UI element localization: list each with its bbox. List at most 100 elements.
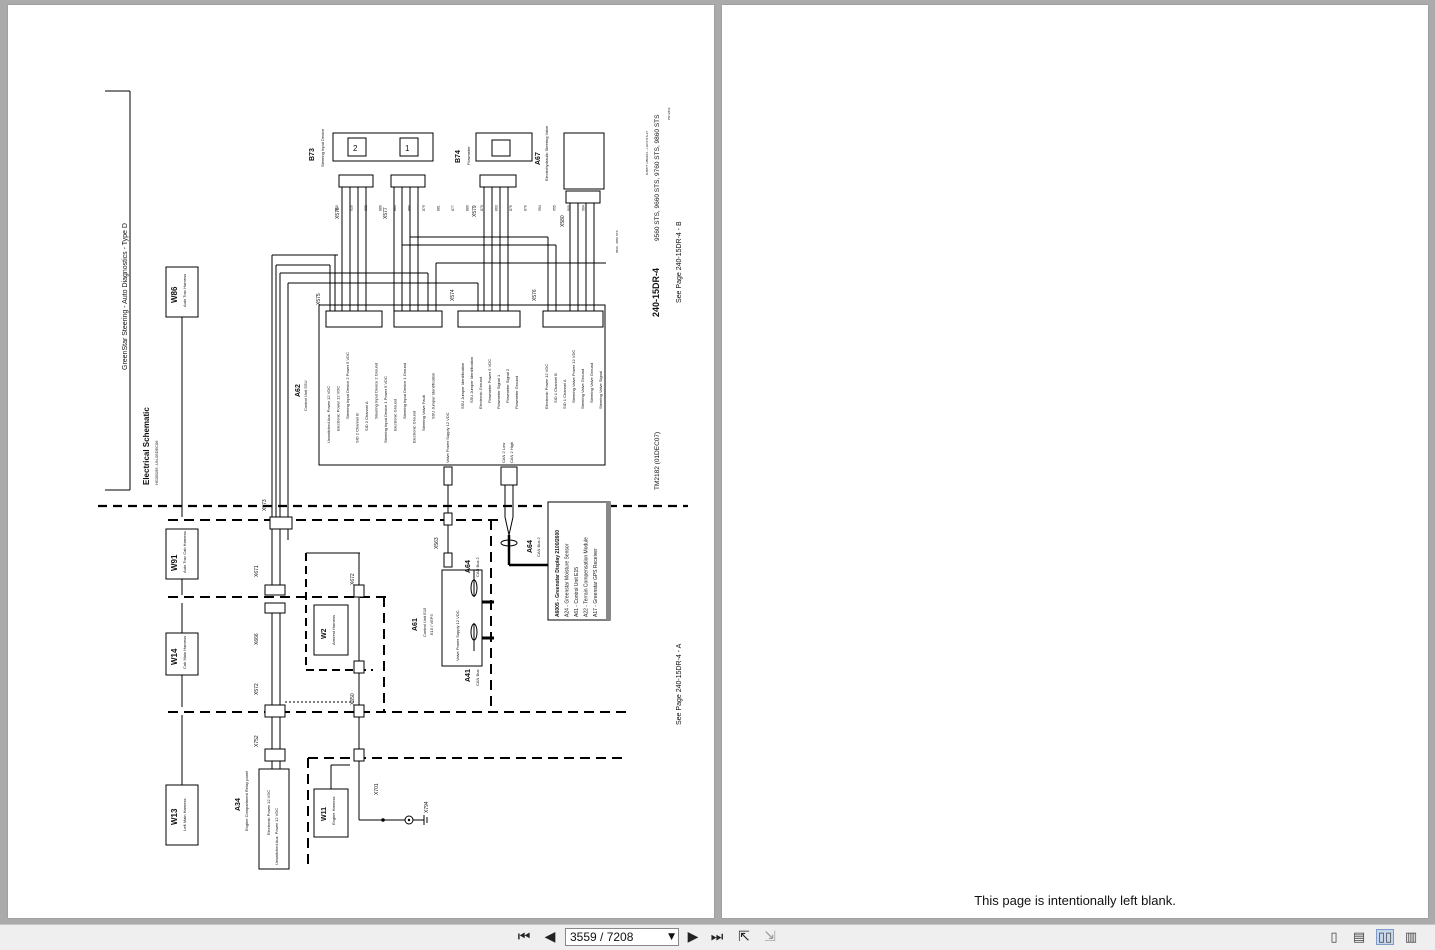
pin-connector (542, 310, 604, 328)
connector-label: X794 (424, 801, 430, 813)
harness-w14-name: Cab Main Harness (182, 636, 187, 669)
wire-number: 890 (408, 205, 412, 211)
wire-number: 880 (466, 205, 470, 211)
can-device-item: A22 - Terrain Compensation Module (584, 537, 590, 617)
a62-pin-label: Electronic Ground (412, 411, 417, 443)
harness-w91-name: Auto Trac Cab Harness (182, 531, 187, 573)
a62-pin-label: SID 1 Channel B (553, 373, 558, 403)
a62-pin-label: Flowmeter Power 5 VDC (487, 359, 492, 403)
schematic-title: Electrical Schematic (142, 407, 151, 485)
a62-pin-label: SID 2 Channel A (364, 401, 369, 431)
a62-pin-label: Steering Input Device 1 Ground (402, 363, 407, 419)
previous-view-icon[interactable]: ⇱ (738, 929, 750, 945)
a41-name: CAN Bus (475, 670, 480, 686)
wire-number: 881 (437, 205, 441, 211)
a62-pin-label: Electronic Ground (393, 399, 398, 431)
document-page-blank: This page is intentionally left blank. (722, 5, 1428, 918)
models-label: 9560 STS, 9660 STS, 9760 STS, 9860 STS (654, 114, 661, 241)
pin-connector (457, 310, 521, 328)
a62-pin-label: Steering Valve Ground (589, 363, 594, 403)
schematic-title-code: HG2B195 -UN-05DEC06 (154, 440, 159, 485)
a61-sub: E15 / VEP3 (429, 614, 434, 635)
harness-w11-name: Engine Harness (331, 797, 336, 825)
connector-label: X578 (335, 207, 341, 219)
harness-w13-id: W13 (170, 808, 179, 825)
next-view-icon[interactable]: ⇲ (764, 929, 776, 945)
page-number-select[interactable]: 3559 / 7208 ▼ (565, 928, 679, 946)
a62-pin-label: Flowmeter Signal 1 (496, 374, 501, 409)
wire-number: 875 (509, 205, 513, 211)
a34-pin-1: Electronic Power 12 VDC (266, 790, 271, 835)
connector-label: X575 (316, 293, 322, 305)
connector-label: X701 (374, 783, 380, 795)
a62-pin-label: Electronic Power 12 VDC (544, 364, 549, 409)
continuous-view-icon[interactable]: ▤ (1352, 929, 1366, 945)
connector-label: X650 (350, 693, 356, 705)
next-page-icon[interactable]: ▶ (687, 929, 699, 945)
wire-number: 879 (422, 205, 426, 211)
a62-pin-label: Steering Input Device 2 Ground (374, 363, 379, 419)
b74-id: B74 (455, 150, 462, 163)
connector-label: X574 (450, 289, 456, 301)
connector-label: X672 (350, 573, 356, 585)
a62-pin-connectors (325, 310, 604, 328)
a62-bottom-pin-3: CAN 2 High (509, 442, 514, 463)
a62-pin-label: Flowmeter Ground (514, 376, 519, 409)
two-page-view-icon[interactable]: ▯▯ (1376, 929, 1394, 945)
a62-pin-label: Electronic Power 12 VDC (336, 386, 341, 431)
connector-label: X573 (262, 499, 268, 511)
b73-id: B73 (309, 148, 316, 161)
harness-w86-id: W86 (170, 286, 179, 303)
wire-number: 964 (582, 205, 586, 211)
connector-label: X576 (532, 289, 538, 301)
harness-w91-id: W91 (170, 554, 179, 571)
a62-pin-label: Steering Valve Fault (421, 394, 426, 431)
connector-label: X671 (254, 565, 260, 577)
svg-text:2: 2 (353, 144, 358, 153)
a62-pin-label: Flowmeter Signal 2 (505, 368, 510, 403)
chevron-down-icon[interactable]: ▼ (668, 932, 675, 942)
wire-number: 870 (524, 205, 528, 211)
connector-label: X666 (254, 633, 260, 645)
harness-w14-id: W14 (170, 648, 179, 665)
connector-label: X752 (254, 735, 260, 747)
wire-number: 910 (335, 205, 339, 211)
a62-id: A62 (295, 384, 302, 397)
electrical-schematic: GreenStar Steering - Auto Diagnostics - … (98, 90, 688, 870)
svg-text:DJ5877 1959104 -- H1C4T1S-27: DJ5877 1959104 -- H1C4T1S-27 (645, 131, 649, 175)
a62-pin-label: Steering Valve Power 12 VDC (571, 350, 576, 403)
previous-page-icon[interactable]: ◀ (544, 929, 556, 945)
a67-id: A67 (535, 152, 542, 165)
can-device-item: A6005 - Greenstar Display 2100/2600 (555, 530, 561, 617)
harness-w13-name: Left Main Harness (182, 799, 187, 831)
svg-text:9560 - 9860 STS: 9560 - 9860 STS (615, 230, 619, 253)
first-page-icon[interactable]: ⏮ (517, 929, 531, 945)
a62-pin-label: Steering Input Device 1 Power 5 VDC (383, 376, 388, 443)
a67-name: Electrohydraulic Steering Valve (544, 125, 549, 181)
connector-label: X579 (472, 205, 478, 217)
single-page-view-icon[interactable]: ▯ (1330, 929, 1338, 945)
a62-pin-label: SID 1 Channel A (562, 379, 567, 409)
a62-pin-label: Unswitched Aux. Power 12 VDC (326, 386, 331, 443)
a64-name: CAN Bus 2 (536, 536, 541, 557)
two-page-continuous-view-icon[interactable]: ▥ (1404, 929, 1418, 945)
last-page-icon[interactable]: ⏭ (710, 929, 724, 945)
svg-text:1: 1 (405, 144, 410, 153)
wire-number: 954 (538, 205, 542, 211)
a62-pin-label: Steering Valve Signal (598, 371, 603, 409)
a62-pin-labels-left: Unswitched Aux. Power 12 VDC Electronic P… (326, 352, 436, 443)
a62-name: Control Unit SSU (303, 380, 308, 411)
wire-number: 882 (364, 205, 368, 211)
pin-connector (393, 310, 443, 328)
a62-pin-label: SSU Jumper Identification (469, 357, 474, 403)
schematic-system-title: GreenStar Steering - Auto Diagnostics - … (122, 223, 129, 370)
a34-id: A34 (235, 798, 242, 811)
a64-sub-small: CAN Bus 2 (475, 556, 480, 577)
a34-pin-2: Unswitched Aux. Power 12 VDC (274, 808, 279, 865)
can-device-item: A17 - Greenstar GPS Receiver (593, 548, 599, 617)
wire-number: 863 (495, 205, 499, 211)
a62-pin-label: SID 2 Channel B (355, 413, 360, 443)
wire-number: 880 (379, 205, 383, 211)
connector-label: X572 (254, 683, 260, 695)
